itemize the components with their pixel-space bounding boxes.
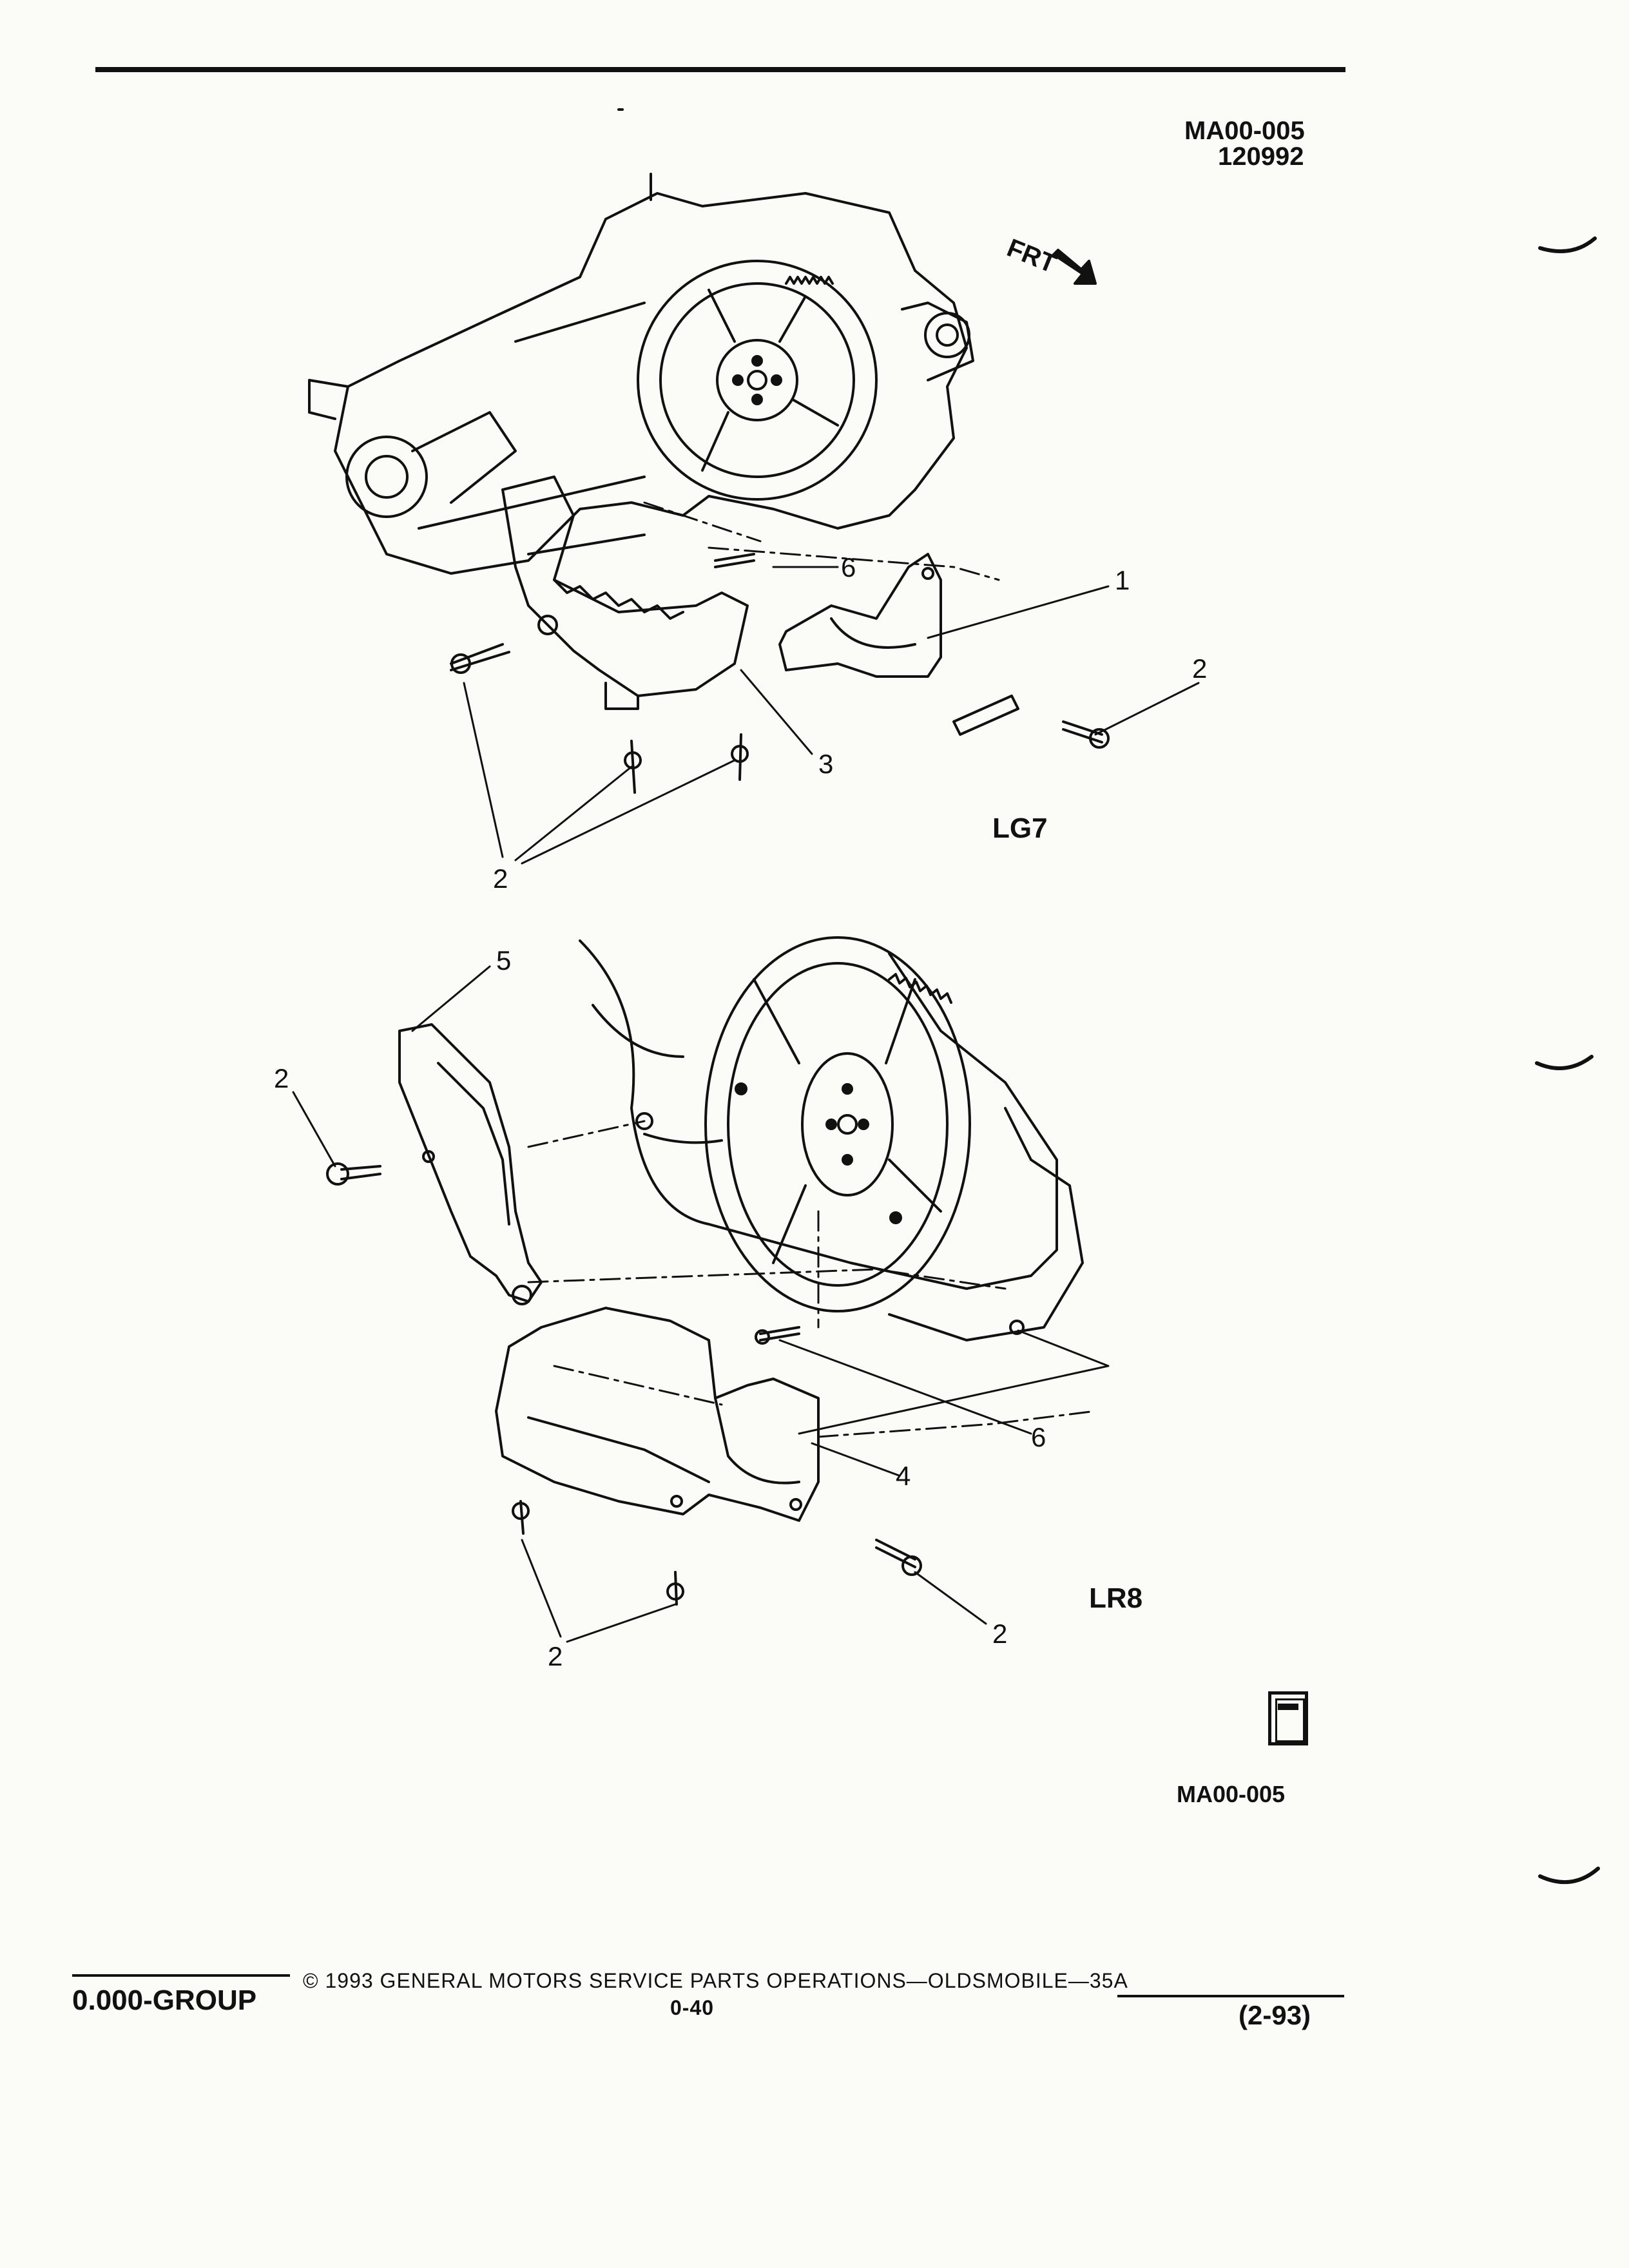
callout-2-lower-right: 2: [992, 1619, 1007, 1649]
transaxle-assembly: [308, 108, 974, 575]
bolts-upper: [450, 553, 1110, 794]
alignment-lines-lower: [527, 1120, 1097, 1438]
engine-code-lower: LR8: [1089, 1582, 1142, 1614]
gm-spo-logo: [1268, 1691, 1308, 1745]
footer-copyright: © 1993 GENERAL MOTORS SERVICE PARTS OPER…: [303, 1969, 1128, 1992]
callout-6-lower: 6: [1031, 1422, 1046, 1452]
footer-page-number: 0-40: [670, 1996, 715, 2019]
top-rule: [95, 67, 1345, 72]
footer-group: 0.000-GROUP: [72, 1984, 257, 2016]
callout-leaders-upper: [463, 566, 1200, 865]
figure-id: MA00-005: [1177, 1781, 1286, 1807]
callout-2-lower-bottom: 2: [548, 1641, 563, 1671]
callout-2-upper-left: 2: [493, 863, 508, 894]
callout-1: 1: [1115, 565, 1130, 595]
callout-leaders-lower: [292, 965, 1110, 1643]
callout-2-upper-right: 2: [1192, 653, 1207, 684]
front-direction-label: FRT: [1003, 234, 1061, 279]
engine-block-lr8: [579, 939, 1084, 1341]
front-direction-arrow: [1052, 249, 1097, 285]
callout-3: 3: [818, 749, 833, 779]
alignment-lines-upper: [643, 501, 1000, 581]
bracket-1: [778, 553, 942, 678]
footer-rule-right: [1117, 1995, 1344, 1997]
lower-cover-lg7: [501, 476, 749, 710]
callout-5: 5: [496, 945, 511, 975]
footer-revision: (2-93): [1239, 2000, 1311, 2030]
shield-5: [398, 1023, 543, 1305]
drawing-number: MA00-005: [1184, 117, 1305, 145]
callout-4: 4: [896, 1461, 911, 1491]
footer-rule-left: [72, 1974, 290, 1977]
lower-cover-4: [495, 1307, 820, 1522]
date-code: 120992: [1218, 142, 1304, 171]
flywheel-lr8: [704, 936, 971, 1312]
callout-2-lower-left: 2: [274, 1063, 289, 1093]
callout-6-upper: 6: [841, 552, 856, 582]
engine-code-upper: LG7: [992, 812, 1048, 844]
bolts-lower: [326, 1162, 922, 1606]
